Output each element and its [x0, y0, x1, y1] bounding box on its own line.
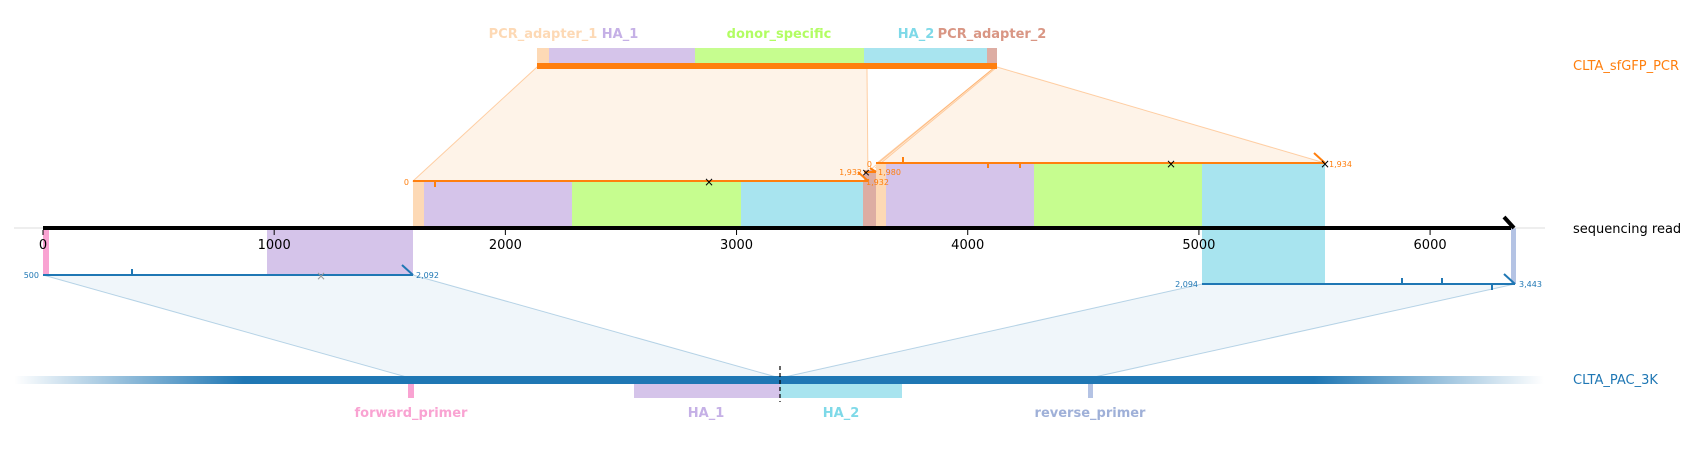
- alignment-4-x-mark: ×: [316, 269, 326, 283]
- top-feature-ha1-bar: [549, 48, 695, 64]
- top-feature-ha2-bar: [864, 48, 987, 64]
- alignment-4-end-hook: [401, 264, 414, 276]
- bottom-feature-label-3: HA_2: [823, 406, 860, 421]
- top-connection-4: [874, 66, 998, 169]
- aln4-fwd-primer-shade: [43, 228, 49, 275]
- bottom-feature-rev-primer-bar: [1088, 384, 1093, 398]
- top-feature-label-5: PCR_adapter_2: [938, 27, 1047, 42]
- aln2-ha1-shade: [886, 163, 1034, 227]
- bottom-reference: forward_primer HA_1 HA_2 reverse_primer: [14, 366, 1544, 421]
- aln1-adapter-shade: [413, 181, 424, 227]
- bottom-feature-label-1: forward_primer: [355, 406, 469, 421]
- track-label-top: CLTA_sfGFP_PCR: [1573, 59, 1679, 74]
- track-label-bottom: CLTA_PAC_3K: [1573, 373, 1658, 388]
- top-alignment-features: [413, 163, 1325, 227]
- axis-tick-label: 1000: [258, 238, 291, 253]
- top-feature-pcr-adapter-2-bar: [987, 48, 997, 64]
- alignment-1-end-label: 1,932: [866, 178, 889, 187]
- bottom-feature-label-2: HA_1: [688, 406, 725, 421]
- alignment-3-end-label: 1,980: [878, 168, 901, 177]
- top-feature-pcr-adapter-1-bar: [537, 48, 549, 64]
- top-alignments: × 0 1,932 × × 0 1,934 × 1,932 1,980: [404, 152, 1352, 189]
- alignment-3-start-label: 1,932: [839, 168, 862, 177]
- bottom-reference-fade-right: [1314, 376, 1544, 384]
- aln1-donor-shade: [572, 181, 741, 227]
- bottom-connections: [42, 274, 1516, 379]
- top-connection-1: [411, 66, 869, 182]
- alignment-1-x-mark: ×: [704, 175, 714, 189]
- read-arrowhead: [1502, 215, 1516, 230]
- alignment-5-start-label: 2,094: [1175, 280, 1198, 289]
- axis-tick-label: 2000: [489, 238, 522, 253]
- bottom-feature-ha1-bar: [634, 384, 780, 398]
- track-label-read: sequencing read: [1573, 222, 1681, 237]
- alignment-5-end-hook: [1503, 273, 1516, 285]
- aln5-ha2-shade: [1202, 228, 1325, 284]
- alignment-3-x-mark: ×: [861, 166, 870, 179]
- aln5-rev-primer-shade: [1511, 228, 1516, 284]
- alignment-1-end-hook: [857, 171, 869, 182]
- bottom-reference-fade-left: [14, 376, 244, 384]
- bottom-feature-ha2-bar: [780, 384, 902, 398]
- axis-tick-label: 3000: [720, 238, 753, 253]
- top-feature-label-2: HA_1: [602, 27, 639, 42]
- axis-ticks: 0 1000 2000 3000 4000 5000 6000: [39, 230, 1447, 253]
- alignment-2-x-mark-b: ×: [1320, 157, 1330, 171]
- bottom-connection-2: [779, 283, 1516, 379]
- top-feature-label-3: donor_specific: [727, 27, 832, 42]
- axis-tick-label: 0: [39, 238, 47, 253]
- bottom-feature-fwd-primer-bar: [408, 384, 414, 398]
- top-reference: PCR_adapter_1 HA_1 donor_specific HA_2 P…: [489, 27, 1047, 69]
- top-reference-line: [537, 63, 997, 69]
- top-feature-label-4: HA_2: [898, 27, 935, 42]
- aln1-ha2-shade: [741, 181, 863, 227]
- read-axis: 0 1000 2000 3000 4000 5000 6000: [14, 215, 1545, 253]
- aln2-donor-shade: [1034, 163, 1202, 227]
- top-feature-label-1: PCR_adapter_1: [489, 27, 598, 42]
- alignment-3-end-hook: [869, 167, 877, 173]
- alignment-5-end-label: 3,443: [1519, 280, 1542, 289]
- bottom-connection-1: [42, 274, 781, 379]
- aln1-ha1-shade: [424, 181, 572, 227]
- top-connection-2: [875, 66, 1326, 164]
- alignment-4-start-label: 500: [24, 271, 39, 280]
- alignment-2-start-label: 0: [867, 160, 872, 169]
- alignment-2-end-label: 1,934: [1329, 160, 1352, 169]
- bottom-reference-line: [244, 376, 1314, 384]
- aln2-adapter-shade: [876, 163, 886, 227]
- alignment-2-end-hook: [1313, 152, 1326, 164]
- track-labels: CLTA_sfGFP_PCR sequencing read CLTA_PAC_…: [1573, 59, 1681, 388]
- bottom-alignment-features: [43, 228, 1516, 284]
- top-connection-3: [869, 66, 996, 171]
- alignment-2-x-mark-a: ×: [1166, 157, 1176, 171]
- top-connections: [411, 66, 1326, 182]
- aln2-ha2-shade: [1202, 163, 1325, 227]
- bottom-feature-label-4: reverse_primer: [1035, 406, 1147, 421]
- alignment-4-end-label: 2,092: [416, 271, 439, 280]
- axis-tick-label: 4000: [951, 238, 984, 253]
- aln3-adapter-shade: [864, 170, 876, 227]
- aln4-ha1-shade: [267, 228, 413, 275]
- axis-tick-label: 6000: [1414, 238, 1447, 253]
- top-feature-donor-bar: [695, 48, 864, 64]
- bottom-alignments: × 500 2,092 2,094 3,443: [24, 264, 1542, 290]
- axis-tick-label: 5000: [1182, 238, 1215, 253]
- alignment-1-start-label: 0: [404, 178, 409, 187]
